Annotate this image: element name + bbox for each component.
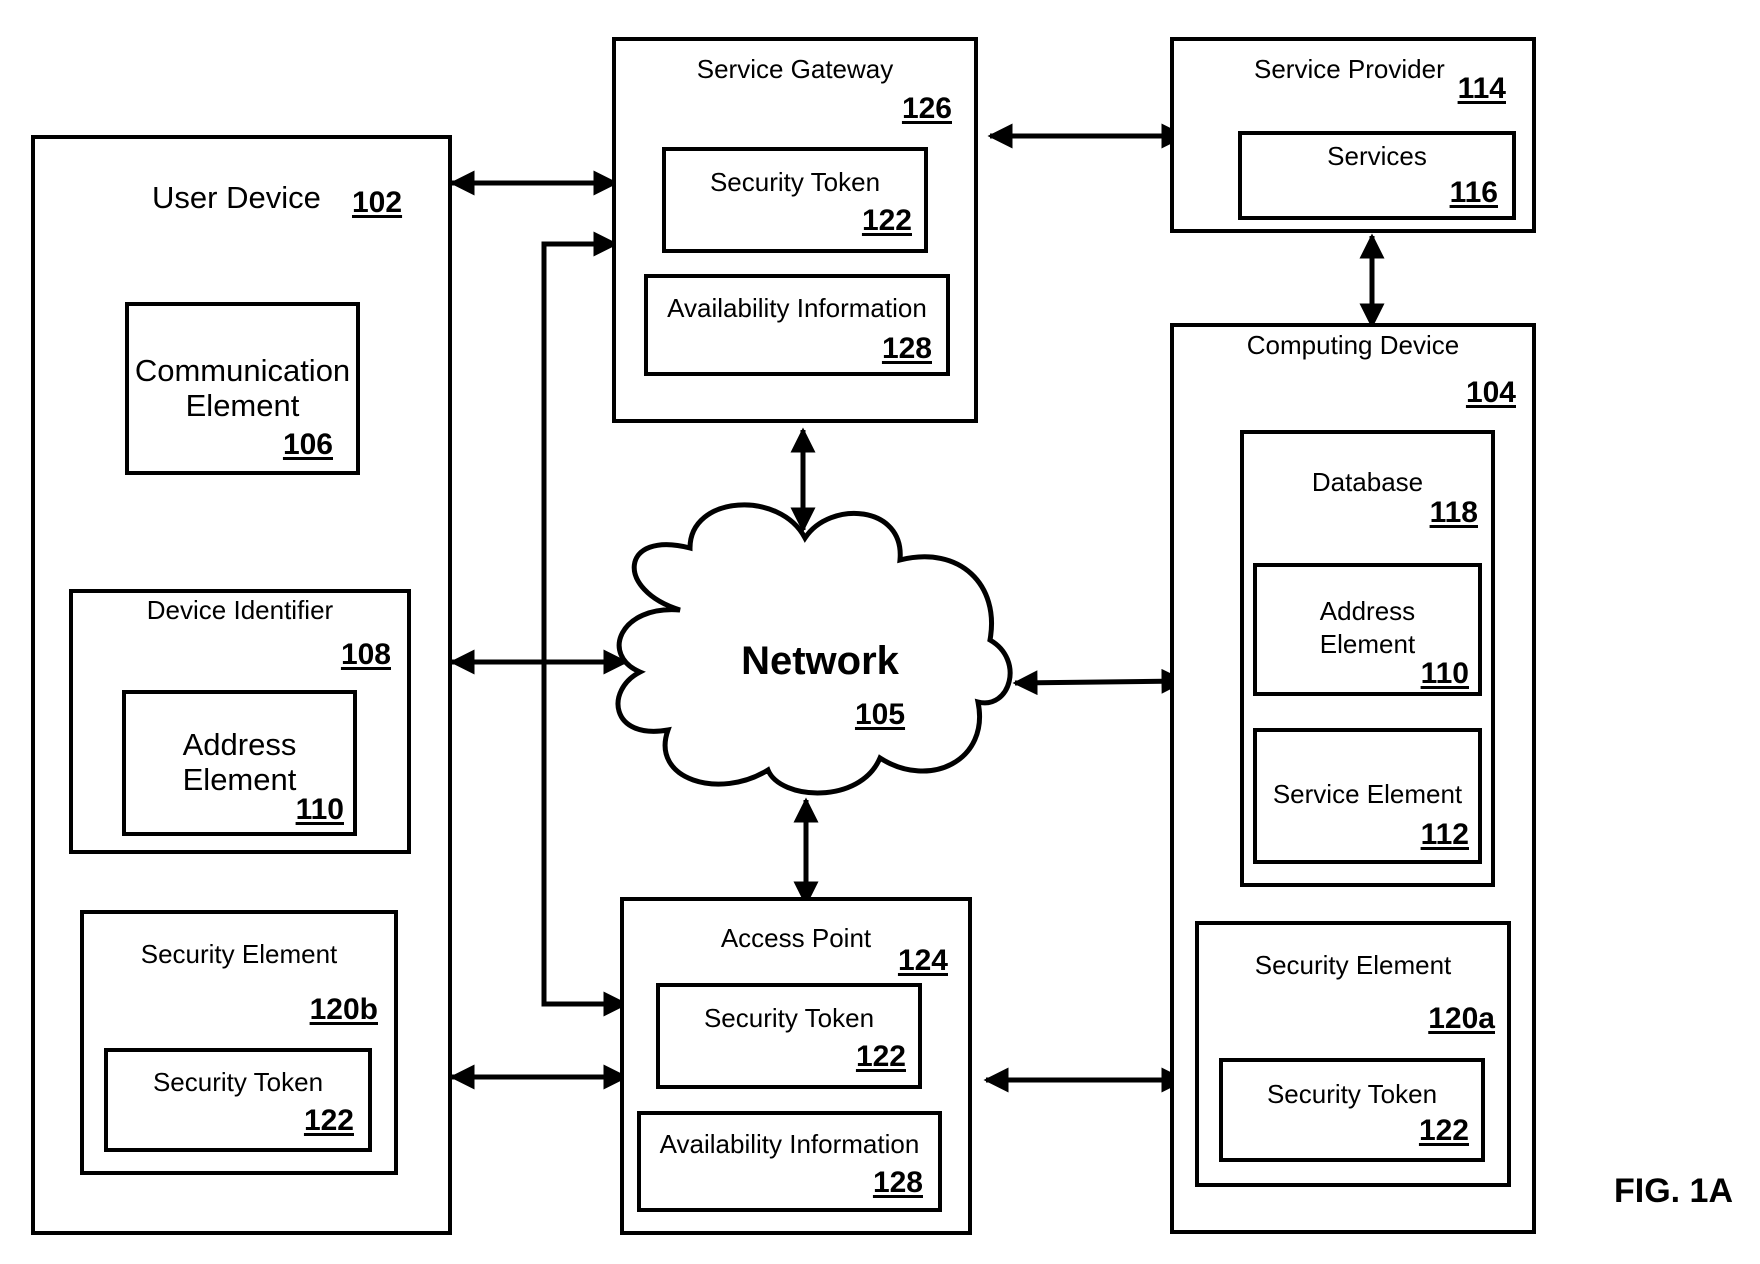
database-address-element-ref: 110 <box>1253 657 1469 692</box>
user-device-address-element-label-line1: Address <box>122 727 357 763</box>
database-label: Database <box>1240 468 1495 498</box>
user-device-ref: 102 <box>352 186 402 221</box>
user-device-security-token-label: Security Token <box>104 1068 372 1098</box>
communication-element-label-line2: Element <box>125 388 360 424</box>
network-label: Network <box>710 638 930 684</box>
access-point-security-token-label: Security Token <box>656 1004 922 1034</box>
access-point-ref: 124 <box>620 944 948 979</box>
figure-label: FIG. 1A <box>1614 1172 1733 1211</box>
user-device-security-token-ref: 122 <box>104 1104 354 1139</box>
user-device-address-element-ref: 110 <box>122 793 344 828</box>
access-point-availability-ref: 128 <box>637 1166 923 1201</box>
service-element-ref: 112 <box>1253 818 1469 853</box>
service-gateway-ref: 126 <box>612 92 952 127</box>
access-point-availability-label: Availability Information <box>637 1130 942 1160</box>
computing-device-label: Computing Device <box>1170 331 1536 361</box>
services-label: Services <box>1238 142 1516 172</box>
service-gateway-availability-label: Availability Information <box>644 294 950 324</box>
access-point-security-token-ref: 122 <box>656 1040 906 1075</box>
device-identifier-ref: 108 <box>69 638 391 673</box>
service-gateway-security-token-label: Security Token <box>662 168 928 198</box>
database-ref: 118 <box>1240 496 1478 531</box>
device-identifier-label: Device Identifier <box>69 596 411 626</box>
user-device-security-element-ref: 120b <box>80 993 378 1028</box>
service-gateway-label: Service Gateway <box>612 55 978 85</box>
service-gateway-security-token-ref: 122 <box>662 204 912 239</box>
link-network-computing-device <box>1015 681 1184 683</box>
computing-device-security-element-label: Security Element <box>1195 951 1511 981</box>
service-provider-ref: 114 <box>1170 72 1506 107</box>
service-gateway-availability-ref: 128 <box>644 332 932 367</box>
computing-device-security-element-ref: 120a <box>1195 1002 1495 1037</box>
database-address-element-label-line2: Element <box>1253 630 1482 660</box>
network-ref: 105 <box>840 698 920 733</box>
computing-device-security-token-label: Security Token <box>1219 1080 1485 1110</box>
communication-element-ref: 106 <box>125 428 333 463</box>
computing-device-security-token-ref: 122 <box>1219 1114 1469 1149</box>
communication-element-label-line1: Communication <box>125 353 360 389</box>
user-device-security-element-label: Security Element <box>80 940 398 970</box>
computing-device-ref: 104 <box>1170 376 1516 411</box>
database-address-element-label-line1: Address <box>1253 597 1482 627</box>
service-element-label: Service Element <box>1253 780 1482 810</box>
services-ref: 116 <box>1238 176 1498 211</box>
user-device-label: User Device <box>152 180 321 216</box>
